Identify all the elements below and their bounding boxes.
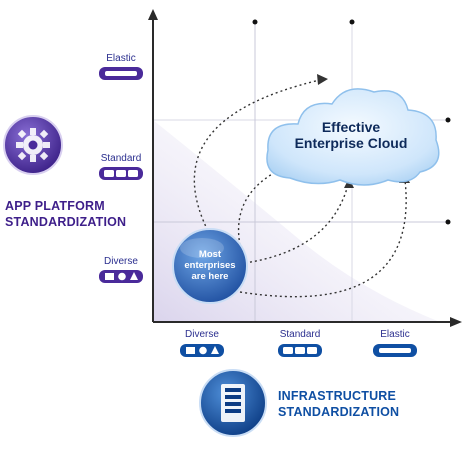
grid-dot <box>445 117 451 123</box>
cloud-label-line1: Effective <box>321 119 381 135</box>
y-axis-title-line1: APP PLATFORM <box>5 199 105 213</box>
bubble-label-line3: are here <box>191 271 229 282</box>
server-rack-icon <box>199 369 267 437</box>
y-axis-arrow <box>148 9 158 20</box>
gear-icon <box>3 115 63 175</box>
x-axis-title-line1: INFRASTRUCTURE <box>278 389 397 403</box>
x-level-standard-label: Standard <box>279 329 321 340</box>
y-axis-title: APP PLATFORM STANDARDIZATION <box>5 198 145 230</box>
y-axis-title-line2: STANDARDIZATION <box>5 215 127 229</box>
x-axis-arrow <box>450 317 462 327</box>
grid-dot <box>252 19 258 25</box>
bubble-label-line2: enterprises <box>184 260 236 271</box>
bubble-label: Most enterprises are here <box>176 249 244 282</box>
grid-dot <box>349 19 355 25</box>
x-axis-title: INFRASTRUCTURE STANDARDIZATION <box>278 388 438 420</box>
y-level-elastic-label: Elastic <box>106 53 136 64</box>
cloud-label-line2: Enterprise Cloud <box>294 135 408 151</box>
x-badge-standard <box>278 344 322 357</box>
y-badge-elastic <box>99 67 143 80</box>
bubble-label-line1: Most <box>198 249 222 260</box>
x-badge-elastic <box>373 344 417 357</box>
y-badge-standard <box>99 167 143 180</box>
arrow-path-lower <box>239 179 407 298</box>
y-level-diverse-label: Diverse <box>104 256 138 267</box>
current-position-bubble <box>172 228 248 304</box>
arrowhead <box>317 74 328 85</box>
grid-dot <box>445 219 451 225</box>
x-axis-title-line2: STANDARDIZATION <box>278 405 400 419</box>
cloud-label: Effective Enterprise Cloud <box>276 119 426 151</box>
x-level-elastic-label: Elastic <box>380 329 410 340</box>
x-badge-diverse <box>180 344 224 357</box>
y-level-standard-label: Standard <box>100 153 142 164</box>
arrow-path-upper <box>193 79 321 236</box>
y-badge-diverse <box>99 270 143 283</box>
x-level-diverse-label: Diverse <box>185 329 219 340</box>
enterprise-cloud-shape <box>266 88 440 186</box>
